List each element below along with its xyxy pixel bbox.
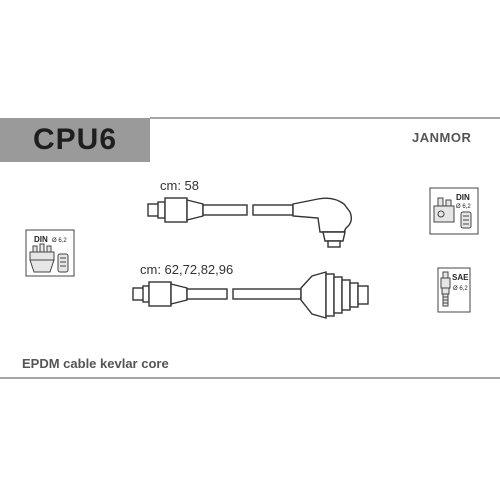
din-distributor-badge (25, 229, 75, 277)
cable2-rib-2 (333, 276, 343, 314)
cable2-wire-a (186, 288, 228, 300)
cable2-plug-tip (357, 285, 369, 305)
cable2-rib-3 (341, 279, 351, 311)
cable2-length-label: cm: 62,72,82,96 (140, 262, 234, 277)
cable1-angled-boot-end (327, 240, 341, 248)
cable1-boot-body (164, 197, 188, 223)
cable1-wire-a (202, 204, 248, 216)
din-distributor-label: DIN (34, 235, 48, 244)
cable1-angled-boot-tip (322, 231, 346, 242)
cable1-boot-taper (186, 199, 204, 221)
material-description: EPDM cable kevlar core (22, 356, 169, 371)
din-coil-badge (429, 187, 479, 235)
sae-label: SAE (452, 273, 469, 282)
spark-plug-icon (440, 271, 451, 307)
cable2-plug-boot (300, 271, 327, 319)
cable-58cm (147, 197, 353, 248)
sae-thread: Ø 6,2 (453, 286, 468, 292)
cable1-angled-boot (292, 197, 353, 233)
product-code-box: CPU6 (0, 118, 150, 162)
din-terminal-icon-right (460, 211, 472, 229)
cable-62-96cm (132, 271, 369, 319)
cable1-wire-b (252, 204, 294, 216)
sae-plug-badge (437, 267, 471, 313)
din-distributor-thread: Ø 6,2 (52, 238, 67, 244)
cable2-terminal-nipple (142, 285, 150, 303)
cable1-length-label: cm: 58 (160, 178, 200, 193)
distributor-cap-icon (29, 243, 55, 273)
cable1-terminal-nipple (157, 201, 166, 219)
product-code: CPU6 (32, 123, 118, 156)
din-terminal-icon-left (57, 253, 69, 273)
cable2-rib-4 (349, 282, 359, 308)
cable2-rib-1 (325, 273, 335, 317)
brand-name: JANMOR (412, 130, 472, 145)
din-coil-label: DIN (456, 193, 470, 202)
cable2-wire-b (232, 288, 302, 300)
din-coil-thread: Ø 6,2 (456, 204, 471, 210)
cable2-boot-body (148, 281, 172, 307)
cable2-boot-taper (170, 283, 188, 305)
coil-icon (433, 197, 455, 223)
